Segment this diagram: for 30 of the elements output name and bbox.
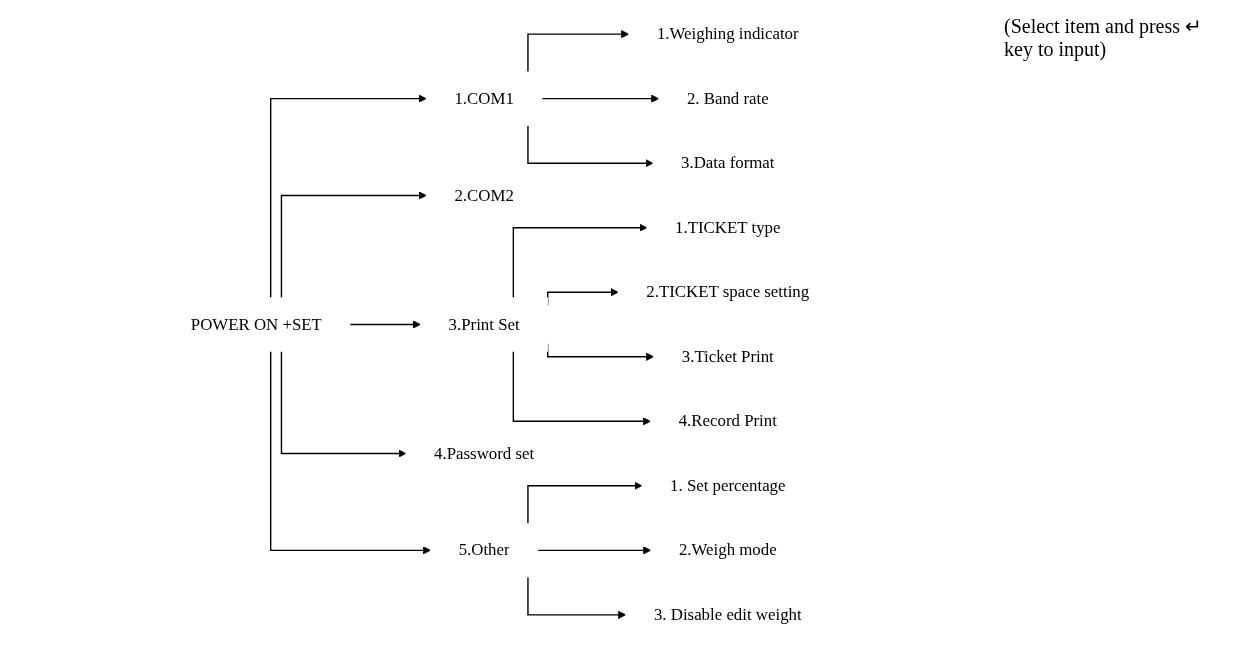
- node-text: POWER ON +SET: [190, 314, 322, 334]
- arrow: [280, 191, 427, 299]
- node-text: 2.TICKET space setting: [646, 282, 810, 302]
- node-text: 4.Password set: [434, 443, 535, 463]
- node-text: 3.Print Set: [448, 314, 520, 334]
- arrow: [527, 124, 654, 168]
- node-text: 1.COM1: [454, 88, 514, 108]
- node-text: 3.Ticket Print: [681, 346, 774, 366]
- arrow: [527, 481, 643, 525]
- arrow: [280, 350, 407, 458]
- arrow: [512, 350, 651, 426]
- node-text: 2.Weigh mode: [678, 540, 777, 560]
- arrow: [541, 94, 660, 103]
- node-text: 4.Record Print: [678, 411, 777, 431]
- arrow: [527, 30, 630, 73]
- node-text: 1.TICKET type: [675, 217, 781, 237]
- node-text: 1. Set percentage: [670, 476, 786, 495]
- node-text: 2. Band rate: [686, 88, 769, 108]
- node-text: 5.Other: [458, 540, 510, 560]
- node-text: 3. Disable edit weight: [653, 605, 802, 624]
- note-text: (Select item and press ↵ key to input): [1004, 14, 1204, 61]
- node-text: 2.COM2: [454, 185, 514, 205]
- node-text: 3.Data format: [681, 153, 775, 173]
- arrow: [270, 350, 431, 555]
- arrow: [527, 576, 627, 619]
- arrow: [536, 546, 652, 555]
- arrow: [270, 94, 427, 299]
- arrow: [349, 320, 421, 329]
- arrow: [512, 223, 648, 299]
- node-text: 1.Weighing indicator: [656, 24, 799, 44]
